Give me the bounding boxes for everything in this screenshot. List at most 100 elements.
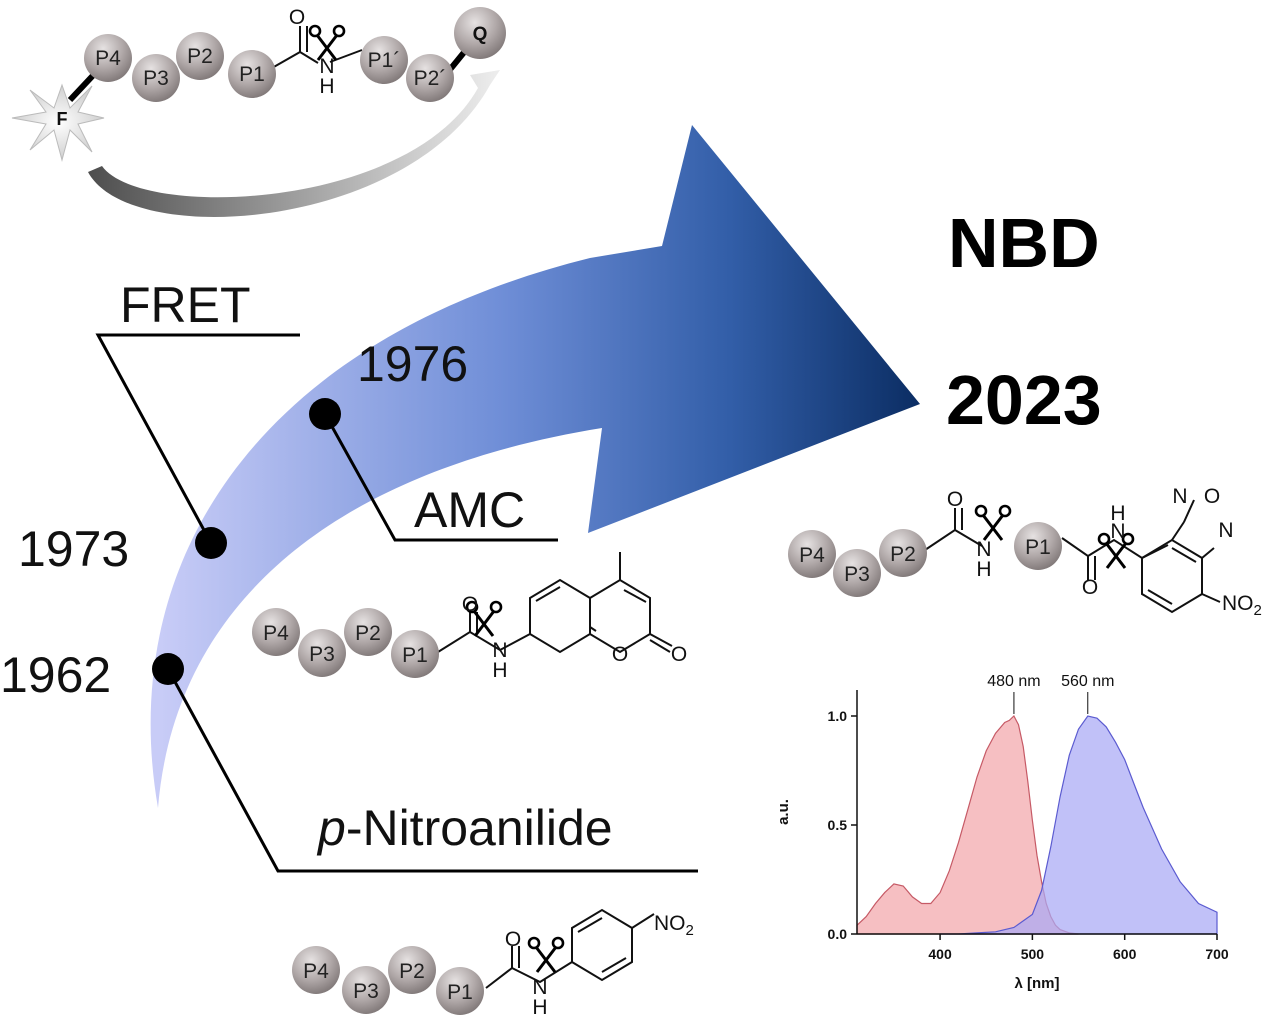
- nbd-carbonyl1-o: O: [947, 488, 963, 511]
- nbd-label-p1: P1: [1025, 536, 1051, 559]
- amc-residue-p1: [391, 630, 439, 678]
- x-tick-label: 500: [1021, 946, 1045, 962]
- fret-amide-h: H: [319, 75, 334, 98]
- pna-residue-p1: [436, 967, 484, 1015]
- pna-label-p4: P4: [303, 960, 329, 983]
- pna-amide-h: H: [532, 996, 547, 1019]
- nbd-label-p3: P3: [844, 563, 870, 586]
- year-1976: 1976: [357, 336, 468, 392]
- pna-rest: -Nitroanilide: [346, 800, 613, 856]
- year-1962: 1962: [0, 647, 111, 703]
- pna-label-p1: P1: [447, 981, 473, 1004]
- nbd-residue-p1: [1014, 522, 1062, 570]
- fret-residue-p1: [228, 50, 276, 98]
- chart-plot-area: [856, 715, 1218, 935]
- x-tick-label: 400: [928, 946, 952, 962]
- amc-substrate: P4 P3 P2 P1 O N H O O: [252, 552, 687, 682]
- nbd-oxadiazole-o: O: [1204, 485, 1220, 508]
- amc-amide-h: H: [492, 659, 507, 682]
- pna-nitro-sub: 2: [686, 922, 694, 939]
- amc-label-p1: P1: [402, 644, 428, 667]
- fret-residue-p4: [84, 34, 132, 82]
- quencher-bead: [454, 7, 506, 59]
- fluorophore-label: F: [57, 109, 68, 129]
- pna-substrate: P4 P3 P2 P1 O N H NO2: [292, 908, 694, 1019]
- fret-residue-p2: [176, 32, 224, 80]
- nbd-residue-p2: [879, 529, 927, 577]
- fret-method-label: FRET: [120, 277, 251, 333]
- fret-substrate: P4 P3 P2 P1 P1´ P2´ O N H Q F: [11, 6, 506, 217]
- amc-lactone-o: O: [671, 643, 687, 666]
- fluorophore-star: [11, 83, 105, 162]
- nbd-carbonyl2-o: O: [1082, 576, 1098, 599]
- marker-1976: [309, 398, 341, 430]
- fret-label-p4: P4: [95, 47, 121, 70]
- nbd-amide2-n: N: [1110, 520, 1125, 543]
- pna-method-label: p-Nitroanilide: [316, 800, 613, 856]
- nbd-label-p4: P4: [799, 544, 825, 567]
- fret-amide-n: N: [319, 55, 334, 78]
- amc-label-p2: P2: [355, 622, 381, 645]
- pna-nitro-no: NO: [654, 912, 686, 935]
- fret-label-p3: P3: [143, 67, 169, 90]
- year-1973: 1973: [18, 521, 129, 577]
- amc-ring-o: O: [612, 643, 628, 666]
- y-tick-label: 0.5: [828, 817, 848, 833]
- amc-carbonyl-o: O: [462, 593, 478, 616]
- nbd-amide1-n: N: [976, 538, 991, 561]
- nbd-amide1-h: H: [976, 558, 991, 581]
- fret-carbonyl-o: O: [289, 6, 305, 29]
- amc-residue-p3: [298, 629, 346, 677]
- y-axis-label: a.u.: [775, 799, 792, 825]
- fret-residue-p1p: [360, 36, 408, 84]
- pna-nitro: NO2: [654, 912, 694, 939]
- pna-residue-p2: [388, 946, 436, 994]
- spectrum-area-1: [940, 715, 1218, 935]
- pna-residue-p4: [292, 946, 340, 994]
- amc-label-p3: P3: [309, 643, 335, 666]
- quencher-label: Q: [473, 24, 488, 45]
- nbd-oxadiazole-n2: N: [1218, 519, 1233, 542]
- fret-label-p2: P2: [187, 45, 213, 68]
- nbd-label-p2: P2: [890, 543, 916, 566]
- nbd-nitro: NO2: [1222, 592, 1262, 619]
- fret-label-p2p: P2´: [414, 67, 447, 90]
- amc-method-label: AMC: [414, 482, 525, 538]
- nbd-residue-p4: [788, 530, 836, 578]
- y-tick-label: 1.0: [828, 708, 848, 724]
- fret-label-p1p: P1´: [368, 49, 401, 72]
- fret-residue-p3: [132, 54, 180, 102]
- marker-1973: [195, 527, 227, 559]
- marker-1962: [152, 653, 184, 685]
- nbd-residue-p3: [833, 549, 881, 597]
- pna-label-p2: P2: [399, 960, 425, 983]
- nbd-nitro-no: NO: [1222, 592, 1254, 615]
- nbd-substrate: P4 P3 P2 P1 O N H O N H N O N NO2: [788, 485, 1262, 619]
- pna-residue-p3: [342, 966, 390, 1014]
- fret-label-p1: P1: [239, 63, 265, 86]
- pna-amide-n: N: [532, 976, 547, 999]
- x-axis-label: λ [nm]: [1015, 975, 1060, 992]
- amc-label-p4: P4: [263, 622, 289, 645]
- timeline-pointers: [95, 333, 698, 873]
- timeline-arrow: [150, 125, 921, 808]
- nbd-nitro-sub: 2: [1254, 602, 1262, 619]
- amc-residue-p4: [252, 608, 300, 656]
- pna-prefix: p: [316, 800, 346, 856]
- fret-residue-p2p: [406, 54, 454, 102]
- pna-label-p3: P3: [353, 980, 379, 1003]
- fret-energy-arrow: [88, 70, 500, 217]
- x-tick-label: 700: [1205, 946, 1229, 962]
- year-2023: 2023: [946, 361, 1102, 439]
- amc-amide-n: N: [492, 639, 507, 662]
- nbd-oxadiazole-n1: N: [1172, 485, 1187, 508]
- pna-carbonyl-o: O: [505, 928, 521, 951]
- y-tick-label: 0.0: [828, 926, 848, 942]
- amc-residue-p2: [344, 608, 392, 656]
- nbd-amide2-h: H: [1110, 502, 1125, 525]
- peak-label: 560 nm: [1061, 673, 1114, 690]
